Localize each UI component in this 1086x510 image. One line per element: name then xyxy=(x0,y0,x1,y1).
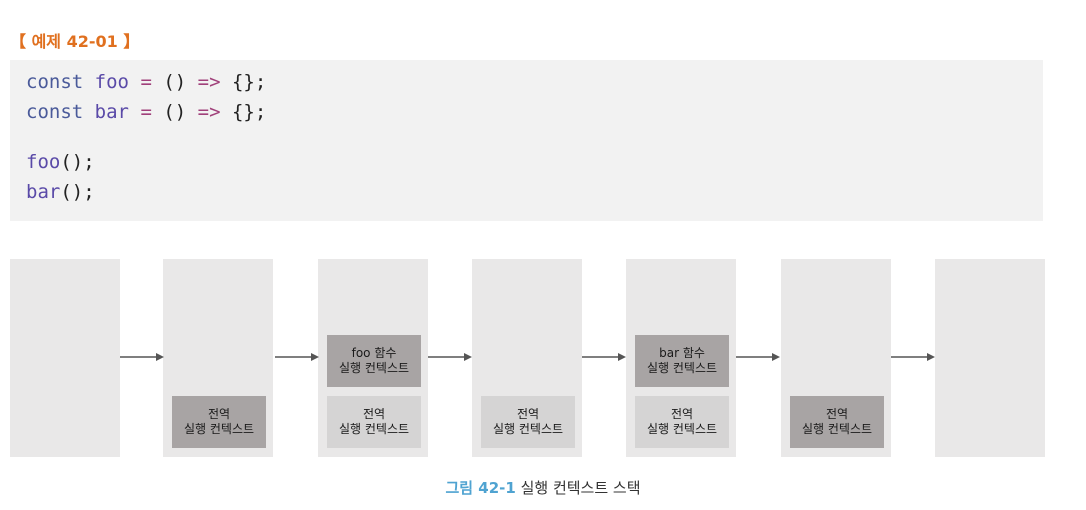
frame-label: 실행 컨텍스트 xyxy=(801,422,873,436)
code-token: const xyxy=(26,71,84,93)
global-context-frame: 전역 실행 컨텍스트 xyxy=(481,396,575,448)
stack-column-2: 전역 실행 컨텍스트 xyxy=(163,259,273,457)
frame-label: 실행 컨텍스트 xyxy=(338,361,410,375)
code-token: const xyxy=(26,101,84,123)
frame-label: 실행 컨텍스트 xyxy=(492,422,564,436)
frame-label: 실행 컨텍스트 xyxy=(646,422,718,436)
example-title: 【 예제 42-01 】 xyxy=(10,32,140,51)
code-token: = xyxy=(140,101,152,123)
code-line: bar(); xyxy=(26,177,1043,207)
code-token: => xyxy=(197,71,221,93)
arrow-right-icon xyxy=(275,352,319,362)
code-token xyxy=(129,71,140,93)
code-token xyxy=(83,101,94,123)
stack-column-1 xyxy=(10,259,120,457)
arrow-right-icon xyxy=(891,352,935,362)
code-token: () xyxy=(151,101,198,123)
code-block: const foo = () => {};const bar = () => {… xyxy=(10,60,1043,221)
arrow-right-icon xyxy=(428,352,472,362)
frame-label: 실행 컨텍스트 xyxy=(646,361,718,375)
frame-label: 실행 컨텍스트 xyxy=(338,422,410,436)
stack-column-4: 전역 실행 컨텍스트 xyxy=(472,259,582,457)
code-token: = xyxy=(140,71,152,93)
code-line: const foo = () => {}; xyxy=(26,67,1043,97)
frame-label: 전역 xyxy=(362,407,386,421)
code-token: bar xyxy=(94,101,129,123)
bar-context-frame: bar 함수 실행 컨텍스트 xyxy=(635,335,729,387)
figure-caption: 그림 42-1 실행 컨텍스트 스택 xyxy=(0,477,1086,498)
foo-context-frame: foo 함수 실행 컨텍스트 xyxy=(327,335,421,387)
frame-label: foo 함수 xyxy=(351,346,397,360)
code-token xyxy=(83,71,94,93)
frame-label: 전역 xyxy=(825,407,849,421)
code-token xyxy=(129,101,140,123)
caption-text: 실행 컨텍스트 스택 xyxy=(515,479,641,497)
global-context-frame: 전역 실행 컨텍스트 xyxy=(172,396,266,448)
code-token: => xyxy=(197,101,221,123)
stack-column-5: bar 함수 실행 컨텍스트 전역 실행 컨텍스트 xyxy=(626,259,736,457)
frame-label: 실행 컨텍스트 xyxy=(183,422,255,436)
stack-column-6: 전역 실행 컨텍스트 xyxy=(781,259,891,457)
global-context-frame: 전역 실행 컨텍스트 xyxy=(635,396,729,448)
global-context-frame: 전역 실행 컨텍스트 xyxy=(327,396,421,448)
arrow-right-icon xyxy=(736,352,780,362)
caption-label: 그림 42-1 xyxy=(445,479,516,497)
frame-label: 전역 xyxy=(516,407,540,421)
code-token: {}; xyxy=(220,101,267,123)
global-context-frame: 전역 실행 컨텍스트 xyxy=(790,396,884,448)
arrow-right-icon xyxy=(582,352,626,362)
code-token: () xyxy=(151,71,198,93)
frame-label: 전역 xyxy=(670,407,694,421)
frame-label: 전역 xyxy=(207,407,231,421)
code-line: const bar = () => {}; xyxy=(26,97,1043,127)
code-token: {}; xyxy=(220,71,267,93)
arrow-right-icon xyxy=(120,352,164,362)
code-token: (); xyxy=(60,181,95,203)
code-token: bar xyxy=(26,181,61,203)
code-token: (); xyxy=(60,151,95,173)
stack-column-7 xyxy=(935,259,1045,457)
code-line xyxy=(26,127,1043,147)
stack-column-3: foo 함수 실행 컨텍스트 전역 실행 컨텍스트 xyxy=(318,259,428,457)
code-line: foo(); xyxy=(26,147,1043,177)
code-token: foo xyxy=(26,151,61,173)
frame-label: bar 함수 xyxy=(659,346,705,360)
code-token: foo xyxy=(94,71,129,93)
